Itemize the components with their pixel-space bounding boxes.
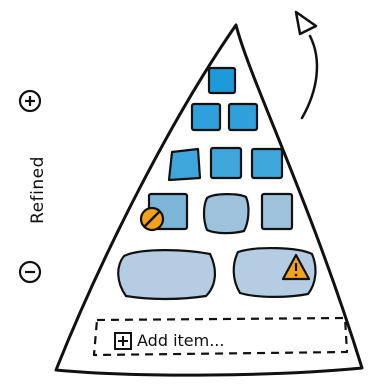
pyramid-item-2-2[interactable] — [227, 102, 259, 132]
pyramid-item-2-1[interactable] — [190, 102, 222, 132]
curved-arrow-up-icon — [294, 10, 319, 120]
pyramid-item-4-2[interactable] — [202, 193, 250, 235]
add-square-icon[interactable] — [114, 332, 132, 350]
pyramid-item-3-3[interactable] — [250, 147, 284, 180]
blocked-icon — [139, 206, 165, 232]
pyramid-item-1-1[interactable] — [207, 66, 237, 95]
pyramid-item-5-1[interactable] — [117, 249, 216, 301]
warning-icon — [281, 253, 311, 281]
pyramid-item-3-1[interactable] — [167, 147, 202, 182]
add-item-button[interactable]: Add item... — [137, 331, 225, 350]
minus-circle-icon[interactable] — [18, 260, 42, 284]
pyramid-item-3-2[interactable] — [209, 146, 243, 180]
plus-circle-icon[interactable] — [18, 89, 42, 113]
add-item-dropzone[interactable] — [92, 316, 349, 357]
pyramid-outline — [54, 23, 364, 377]
pyramid-item-4-3[interactable] — [260, 192, 294, 231]
